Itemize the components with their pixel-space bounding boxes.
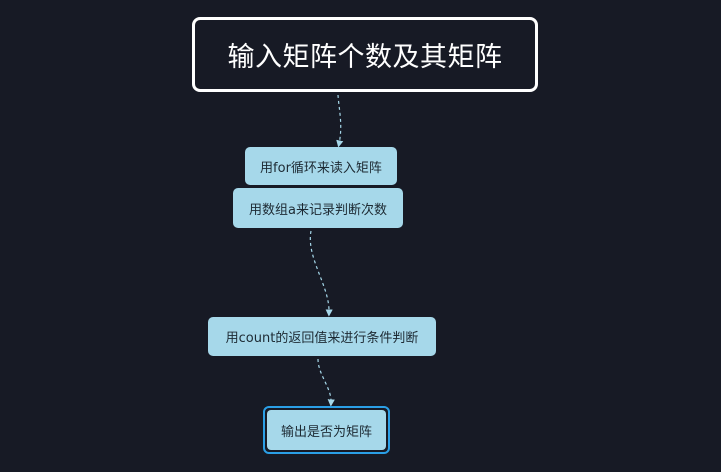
node-read-matrix-label: 用for循环来读入矩阵 (260, 160, 382, 176)
root-node-title[interactable]: 输入矩阵个数及其矩阵 (192, 17, 538, 92)
root-node-label: 输入矩阵个数及其矩阵 (227, 42, 503, 73)
node-read-matrix[interactable]: 用for循环来读入矩阵 (245, 147, 397, 185)
connector-title-to-read (336, 94, 344, 148)
connector-judge-to-output (317, 358, 335, 407)
node-condition-check[interactable]: 用count的返回值来进行条件判断 (208, 317, 436, 356)
node-output-result[interactable]: 输出是否为矩阵 (267, 410, 386, 450)
node-condition-check-label: 用count的返回值来进行条件判断 (225, 331, 419, 346)
node-output-result-label: 输出是否为矩阵 (280, 424, 372, 440)
node-record-count[interactable]: 用数组a来记录判断次数 (233, 188, 403, 228)
selection-outline (263, 406, 390, 454)
node-record-count-label: 用数组a来记录判断次数 (249, 202, 387, 218)
connector-record-to-judge (309, 230, 333, 317)
